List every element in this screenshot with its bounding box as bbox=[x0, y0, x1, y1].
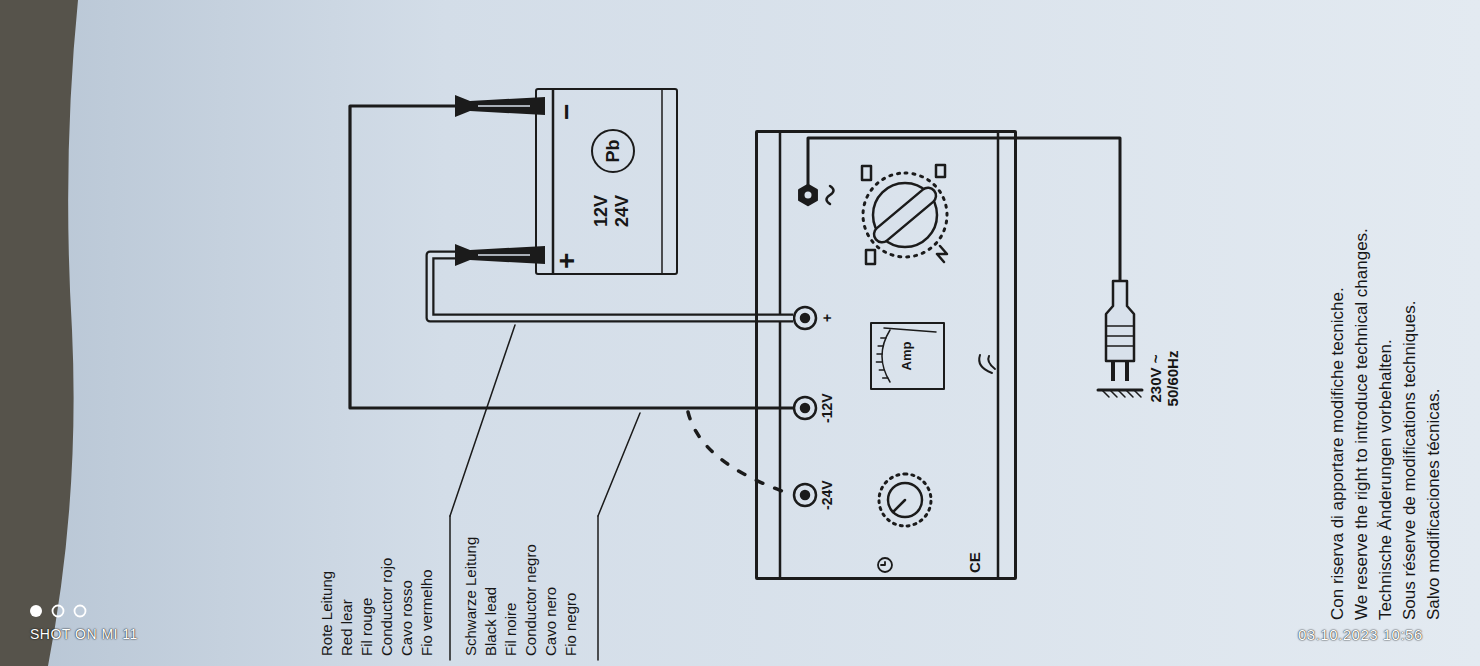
maker-logo bbox=[979, 355, 995, 373]
battery: + − 12V 24V Pb bbox=[535, 88, 678, 275]
lead-legend-text: Schwarze Leitung bbox=[462, 537, 479, 656]
battery-base bbox=[661, 90, 663, 273]
mains-plug: 230V ~ 50/60Hz bbox=[1075, 281, 1210, 426]
mains-socket bbox=[799, 185, 816, 205]
lead-legend-text: Fio negro bbox=[562, 593, 579, 656]
polarity-sign: + bbox=[551, 253, 583, 269]
photo-watermark: SHOT ON MI 11 bbox=[30, 626, 138, 642]
lead-legend-text: Conductor rojo bbox=[378, 558, 395, 656]
lead-legend-text: Cavo nero bbox=[542, 587, 559, 656]
clock-icon bbox=[878, 558, 892, 572]
footer-note: Con riserva di apportare modifiche tecni… bbox=[1328, 287, 1348, 620]
lead-symbol-circle: Pb bbox=[591, 129, 635, 173]
footer-note: Salvo modificaciones técnicas. bbox=[1424, 388, 1444, 620]
lead-core bbox=[430, 255, 793, 318]
lead-legend-text: Red lear bbox=[338, 599, 355, 656]
crocodile-clamp bbox=[455, 95, 545, 117]
terminal-sockets bbox=[794, 307, 816, 506]
crocodile-clamp bbox=[455, 244, 545, 266]
black-lead bbox=[350, 106, 793, 408]
lead-legend-text: Conductor negro bbox=[522, 544, 539, 656]
terminal-label: -24V bbox=[819, 480, 835, 510]
red-lead bbox=[430, 255, 793, 318]
fabric-edge bbox=[0, 0, 78, 666]
meter-scale bbox=[876, 328, 936, 382]
output-terminal: -24V bbox=[793, 473, 841, 517]
ac-symbol bbox=[827, 186, 834, 204]
lead-legend-text: Fil rouge bbox=[358, 598, 375, 656]
photo-timestamp: 03.10.2023 10:56 bbox=[1298, 626, 1423, 643]
charger-housing: CE + -12V -24V Amp bbox=[755, 130, 1017, 580]
lead-legend-text: Fil noire bbox=[502, 603, 519, 656]
lead-legend-text: Cavo rosso bbox=[398, 580, 415, 656]
panel-line bbox=[779, 133, 782, 577]
lead-legend-text: Black lead bbox=[482, 587, 499, 656]
timer-knob bbox=[879, 474, 931, 526]
mains-cable bbox=[1017, 138, 1120, 281]
alternative-connection bbox=[688, 412, 782, 491]
panel-line bbox=[997, 133, 1000, 577]
mains-plug-drawing bbox=[1098, 281, 1142, 397]
terminal-label: + bbox=[819, 314, 835, 322]
polarity-sign: − bbox=[551, 104, 583, 120]
ce-mark: CE bbox=[966, 552, 983, 573]
output-terminal: -12V bbox=[793, 386, 841, 430]
lead-legend-text: Fio vermelho bbox=[418, 569, 435, 656]
mains-rating: 230V ~ 50/60Hz bbox=[1147, 331, 1182, 426]
lead-legend-text: Rote Leitung bbox=[318, 571, 335, 656]
lead-wire bbox=[1017, 138, 1120, 281]
footer-note: Sous réserve de modifications techniques… bbox=[1400, 301, 1420, 620]
chemistry-mark: Pb bbox=[603, 139, 624, 162]
mode-selector-knob bbox=[862, 165, 947, 264]
voltage-rating: 12V 24V bbox=[591, 187, 632, 235]
ammeter: Amp bbox=[870, 322, 945, 390]
leader-lines bbox=[450, 325, 640, 660]
watermark-dots bbox=[30, 605, 86, 617]
internal-cable bbox=[808, 138, 1015, 185]
footer-note: Technische Änderungen vorbehalten. bbox=[1376, 339, 1396, 620]
terminal-label: -12V bbox=[819, 393, 835, 423]
lead-wire bbox=[350, 106, 793, 408]
meter-unit: Amp bbox=[900, 342, 915, 371]
output-terminal: + bbox=[793, 296, 841, 340]
footer-note: We reserve the right to introduce techni… bbox=[1352, 228, 1372, 620]
lead-outline bbox=[430, 255, 793, 318]
